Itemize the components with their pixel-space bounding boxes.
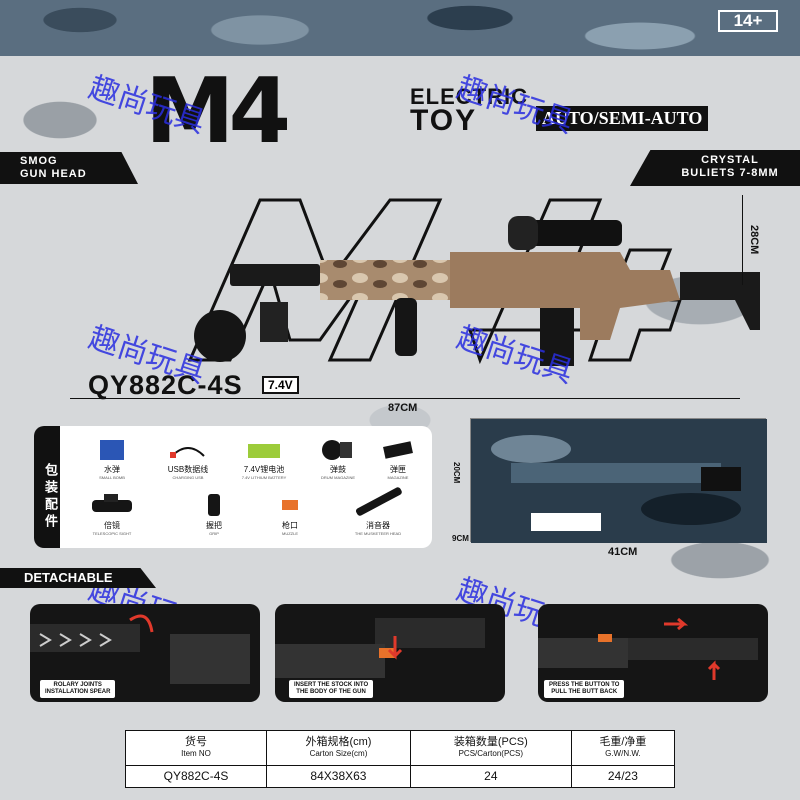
detachable-title: DETACHABLE bbox=[0, 568, 156, 588]
silencer-icon bbox=[355, 487, 402, 516]
tag-line: CRYSTAL bbox=[701, 154, 759, 166]
gun-illustration bbox=[187, 198, 760, 366]
title-mode: AUTO/SEMI-AUTO bbox=[536, 106, 709, 131]
title-electric: ELECTRIC bbox=[410, 84, 528, 109]
scope-icon bbox=[522, 220, 622, 246]
title-main: M4 bbox=[145, 59, 291, 164]
drum-magazine-icon bbox=[194, 310, 246, 362]
camo-header-band bbox=[0, 0, 800, 56]
step-1-illustration bbox=[30, 614, 250, 684]
battery-icon bbox=[248, 444, 280, 458]
tag-line: GUN HEAD bbox=[20, 168, 87, 180]
box-length-label: 41CM bbox=[608, 546, 638, 558]
gun-stock bbox=[680, 272, 760, 330]
gun-magazine bbox=[540, 308, 574, 366]
tag-line: BULIETS 7-8MM bbox=[681, 167, 779, 179]
carton-size-cell: 84X38X63 bbox=[266, 764, 411, 788]
gun-body bbox=[450, 252, 680, 340]
pcs-cell: 24 bbox=[409, 764, 572, 788]
table-row: QY882C-4S 84X38X63 24 24/23 bbox=[124, 764, 676, 788]
header-cell: 外箱规格(cm)Carton Size(cm) bbox=[266, 730, 411, 766]
smog-gun-head-tag: SMOG GUN HEAD bbox=[0, 152, 138, 184]
weight-cell: 24/23 bbox=[570, 764, 676, 788]
box-height-label: 20CM bbox=[452, 462, 461, 484]
scope-icon bbox=[92, 494, 132, 512]
header-cell: 装箱数量(PCS)PCS/Carton(PCS) bbox=[409, 730, 572, 766]
step-2-illustration bbox=[275, 618, 485, 678]
length-line bbox=[70, 398, 740, 399]
water-beads-icon bbox=[100, 440, 124, 460]
height-line bbox=[742, 195, 743, 285]
box-artwork bbox=[471, 419, 767, 543]
gun-length-label: 87CM bbox=[388, 402, 418, 414]
item-no-cell: QY882C-4S bbox=[124, 764, 268, 788]
drum-magazine-icon bbox=[322, 440, 352, 460]
title-toy: TOY bbox=[410, 104, 478, 137]
gun-height-label: 28CM bbox=[748, 225, 760, 255]
model-number: QY882C-4S bbox=[88, 370, 243, 400]
tag-line: SMOG bbox=[20, 155, 58, 167]
accessories-label: 包装配件 bbox=[34, 426, 60, 548]
muzzle-icon bbox=[282, 500, 298, 510]
age-rating-badge: 14+ bbox=[718, 10, 778, 32]
grip-icon bbox=[208, 494, 220, 516]
package-box-image bbox=[470, 418, 767, 543]
crystal-bullets-tag: CRYSTAL BULIETS 7-8MM bbox=[630, 150, 800, 186]
magazine-icon bbox=[383, 441, 413, 459]
front-grip bbox=[395, 298, 417, 356]
voltage-badge: 7.4V bbox=[262, 376, 299, 394]
box-depth-label: 9CM bbox=[452, 534, 469, 543]
usb-cable-icon bbox=[170, 447, 205, 458]
gun-barrel bbox=[230, 264, 320, 286]
step-3-illustration bbox=[538, 617, 758, 680]
